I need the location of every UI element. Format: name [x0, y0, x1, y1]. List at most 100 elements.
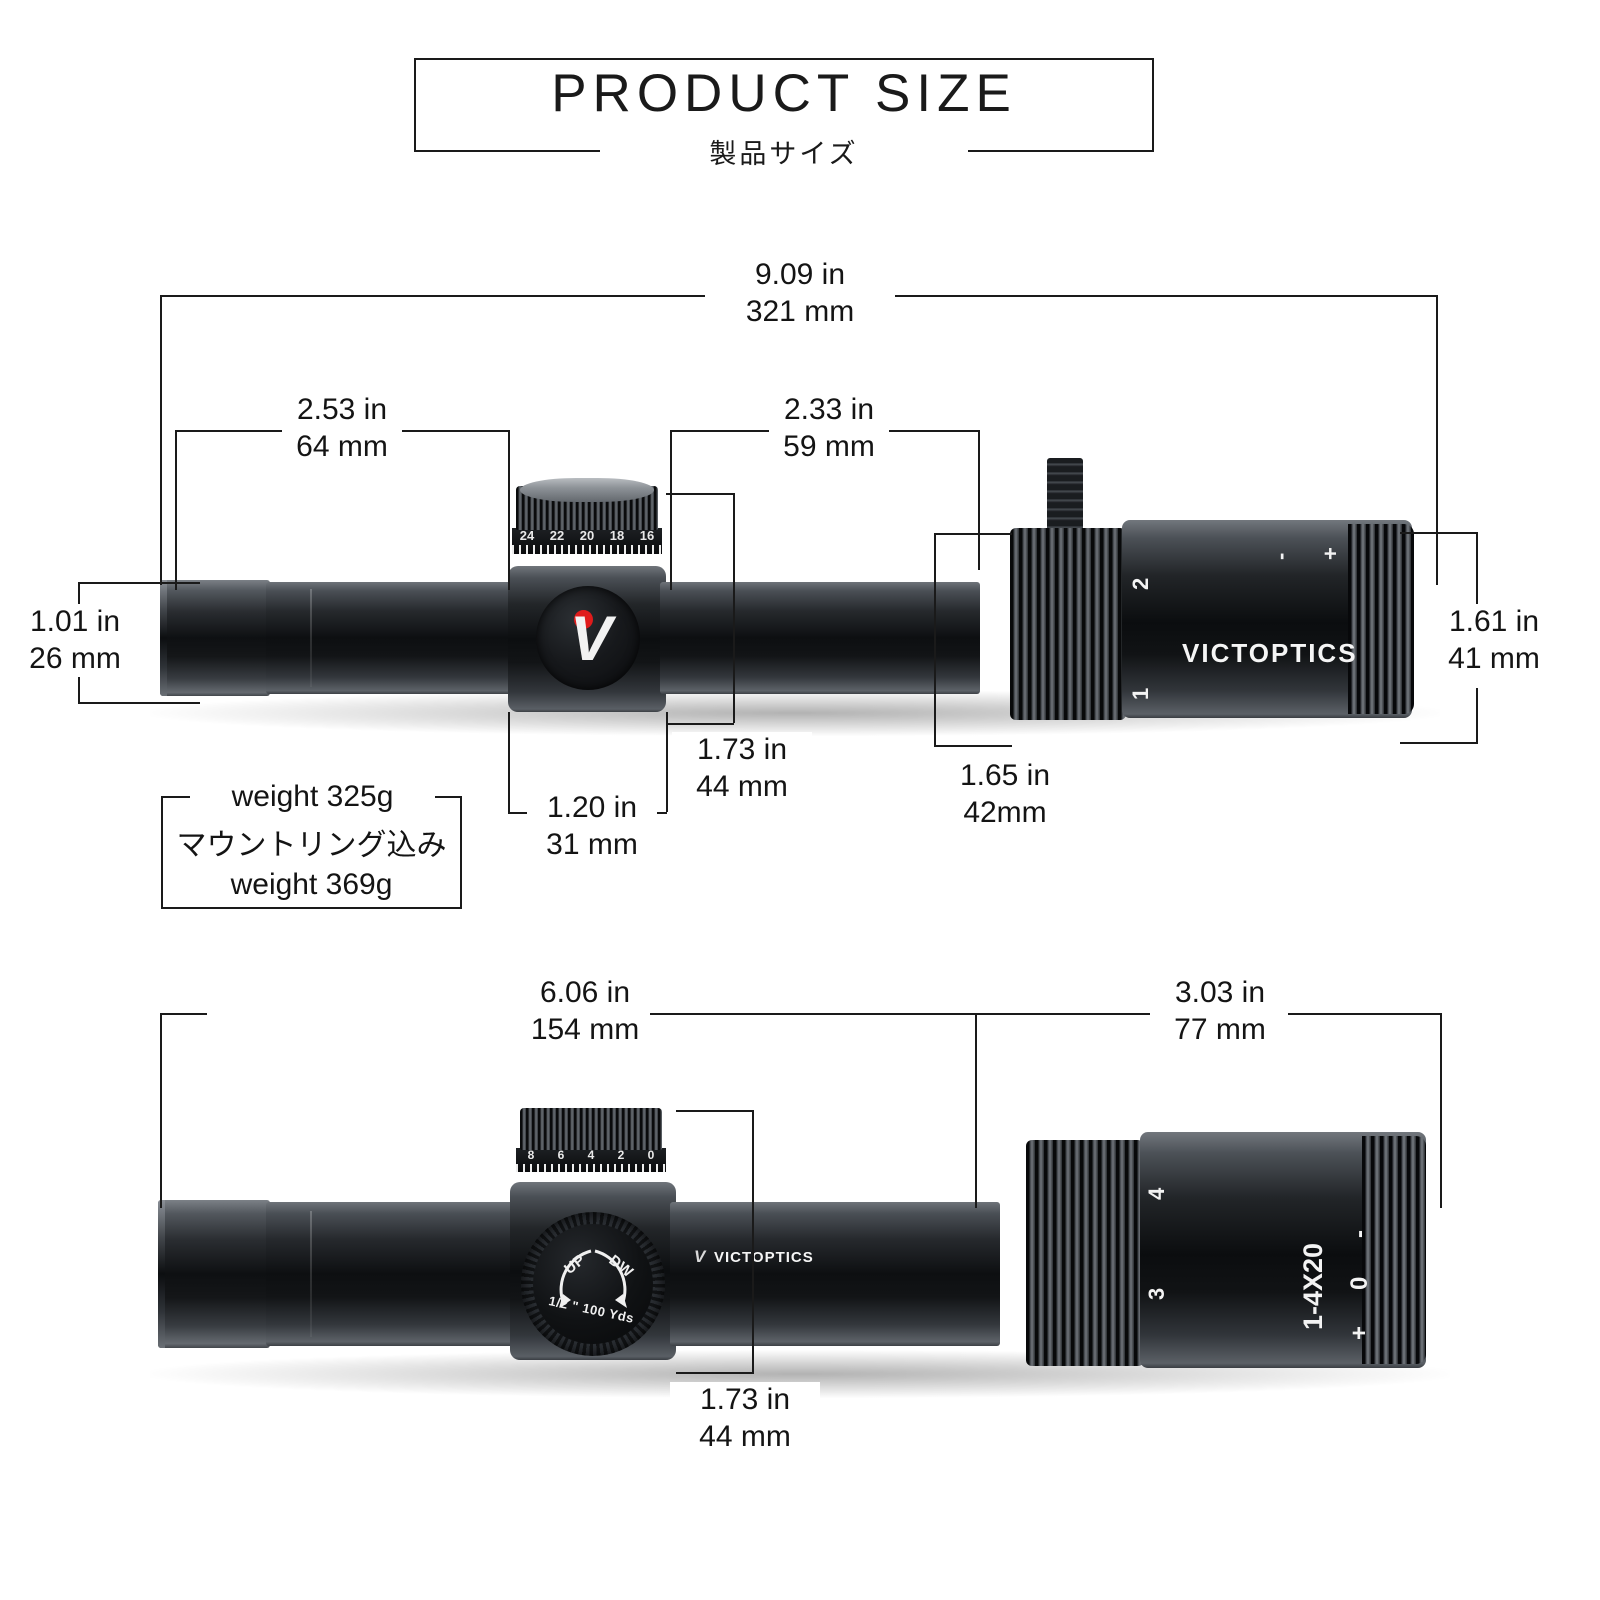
bottom-main-tube-front [266, 1202, 518, 1346]
saddle-height-inches: 1.73 in [696, 733, 788, 766]
bottom-front-inches: 6.06 in [539, 976, 631, 1009]
front-dim-line-right [400, 430, 508, 432]
top-diopter-minus: - [1268, 552, 1293, 560]
bottom-front-line-right [646, 1013, 976, 1015]
objective-lip [160, 580, 167, 696]
overall-dim-mm: 321 mm [745, 294, 855, 328]
bottom-saddle-height-label: 1.73 in 44 mm [670, 1382, 820, 1456]
objective-dia-inches: 1.01 in [29, 605, 121, 638]
eyepiece-dia-line-top [1400, 532, 1478, 534]
saddle-width-line-left [508, 812, 541, 814]
turret-num: 0 [647, 1148, 655, 1162]
saddle-width-tick-right [666, 712, 668, 812]
turret-num: 6 [557, 1148, 565, 1162]
magring-mm: 42mm [963, 795, 1047, 829]
objective-dia-mm: 26 mm [29, 641, 121, 675]
bottom-turret-scale-band: 8 6 4 2 0 [516, 1148, 666, 1172]
saddle-height-mm: 44 mm [696, 769, 788, 803]
top-diopter-plus: + [1318, 547, 1343, 560]
objective-lip [158, 1200, 165, 1348]
overall-dimension-label: 9.09 in 321 mm [705, 257, 895, 331]
rear-dim-tick-left [670, 430, 672, 590]
bottom-tube-v-logo: V [694, 1247, 706, 1266]
bottom-front-line-left [160, 1013, 207, 1015]
weight-total-label: weight 369g [230, 868, 393, 901]
magring-line-bottom [934, 745, 1012, 747]
bottom-rear-inches: 3.03 in [1174, 976, 1266, 1009]
page-title: PRODUCT SIZE [551, 64, 1017, 123]
saddle-width-inches: 1.20 in [546, 791, 638, 824]
bottom-diopter-minus: - [1346, 1230, 1373, 1238]
bottom-turret-scale-numbers: 8 6 4 2 0 [516, 1149, 666, 1161]
turret-num: 4 [587, 1148, 595, 1162]
rear-dim-tick-right [978, 430, 980, 570]
dial-direction-arrows [559, 1249, 627, 1308]
front-dim-inches: 2.53 in [296, 393, 388, 426]
eyepiece-dia-tick-bottom [1476, 688, 1478, 744]
bottom-diopter-knurl [1362, 1136, 1426, 1364]
top-mag-mark-2: 2 [1128, 577, 1153, 590]
bottom-mag-mark-3: 3 [1144, 1287, 1169, 1300]
bottom-front-mm: 154 mm [530, 1012, 640, 1046]
saddle-height-label: 1.73 in 44 mm [672, 732, 812, 806]
weight-box-body: マウントリング込み weight 369g [161, 826, 462, 904]
objective-dia-line-bottom [78, 702, 200, 704]
front-dimension-label: 2.53 in 64 mm [282, 392, 402, 466]
bottom-saddle-height-line-top [676, 1110, 754, 1112]
bottom-rear-dimension-label: 3.03 in 77 mm [1155, 975, 1285, 1049]
turret-num: 18 [609, 528, 625, 543]
front-dim-tick-right [508, 430, 510, 590]
top-illumination-stub [1047, 458, 1083, 540]
saddle-width-tick-left [508, 712, 510, 812]
bottom-objective-tube [158, 1200, 270, 1348]
bottom-diopter-zero: 0 [1346, 1276, 1373, 1290]
bottom-rear-mm: 77 mm [1174, 1012, 1266, 1046]
turret-num: 2 [617, 1148, 625, 1162]
rear-dim-line-left [670, 430, 770, 432]
bottom-front-tick-right [975, 1013, 977, 1208]
turret-scale-numbers: 24 22 20 18 16 [512, 529, 662, 542]
front-dim-tick-left [175, 430, 177, 590]
rear-dim-inches: 2.33 in [783, 393, 875, 426]
bottom-model-label: 1-4X20 [1298, 1242, 1328, 1330]
bottom-diopter-plus: + [1346, 1325, 1373, 1340]
overall-dim-line-left [160, 295, 735, 297]
turret-num: 8 [527, 1148, 535, 1162]
bottom-windage-dial-face [533, 1224, 653, 1344]
bottom-main-tube-rear [670, 1202, 1000, 1346]
eyepiece-dia-mm: 41 mm [1448, 641, 1540, 675]
bottom-saddle-mm: 44 mm [699, 1419, 791, 1453]
eyepiece-diameter-label: 1.61 in 41 mm [1424, 604, 1564, 678]
rear-dimension-label: 2.33 in 59 mm [769, 392, 889, 466]
saddle-height-tick [733, 493, 735, 723]
victoptics-v-logo: V [570, 604, 613, 674]
tube-seam [310, 1210, 312, 1338]
top-brand-text: VICTOPTICS [1182, 638, 1358, 668]
weight-base-label: weight 325g [190, 780, 435, 814]
eyepiece-dia-line-bottom [1400, 742, 1478, 744]
magring-inches: 1.65 in [959, 759, 1051, 792]
objective-dia-line-top [78, 582, 200, 584]
eyepiece-dia-tick-top [1476, 532, 1478, 604]
saddle-height-line-bottom [666, 723, 734, 725]
weight-mount-ring-jp: マウントリング込み [176, 829, 447, 862]
turret-num: 20 [579, 528, 595, 543]
saddle-width-label: 1.20 in 31 mm [527, 790, 657, 864]
top-logo-badge [536, 586, 640, 690]
eyepiece-dia-inches: 1.61 in [1448, 605, 1540, 638]
top-magnification-ring [1010, 528, 1126, 720]
overall-dim-inches: 9.09 in [754, 258, 846, 291]
page-subtitle-japanese: 製品サイズ [600, 130, 968, 175]
overall-dim-tick-right [1436, 295, 1438, 585]
bottom-front-tick-left [160, 1013, 162, 1208]
top-mag-mark-1: 1 [1128, 687, 1153, 700]
bottom-tube-brand: VICTOPTICS [714, 1249, 814, 1266]
turret-tick-marks [512, 545, 662, 554]
bottom-elevation-turret [520, 1108, 662, 1150]
turret-num: 24 [519, 528, 535, 543]
bottom-rear-line-left [975, 1013, 1150, 1015]
saddle-width-mm: 31 mm [546, 827, 638, 861]
top-turret-cap [520, 478, 654, 502]
top-main-tube-rear [660, 582, 980, 694]
bottom-rear-tick-right [1440, 1013, 1442, 1208]
